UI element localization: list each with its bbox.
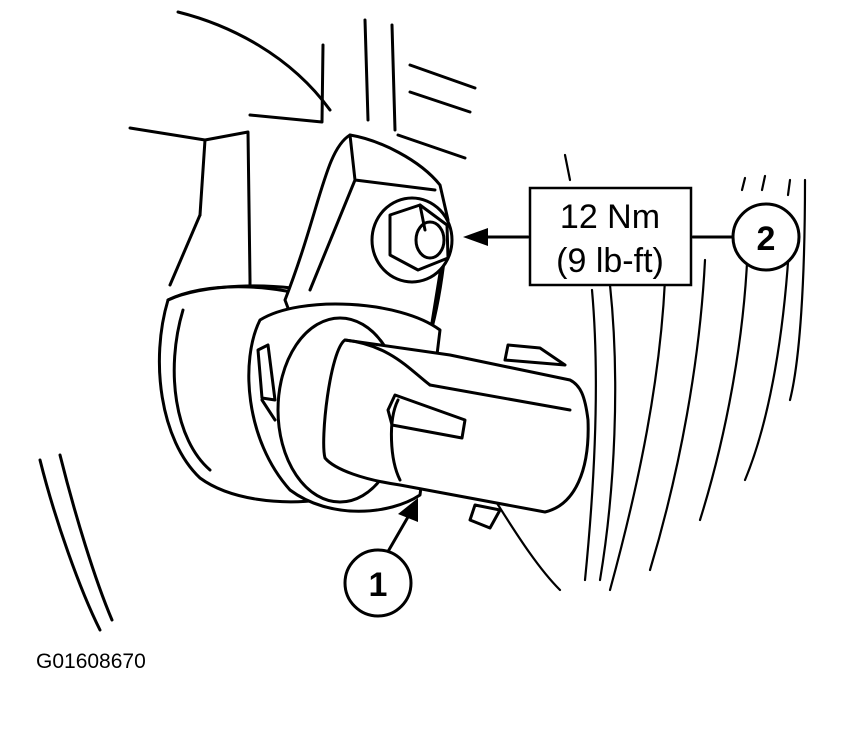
- callout-1: 1: [343, 548, 413, 618]
- sensor-connector: [322, 338, 590, 530]
- torque-spec-box: 12 Nm (9 lb-ft): [528, 186, 693, 287]
- mounting-bolt: [370, 196, 454, 284]
- torque-spec-metric: 12 Nm: [560, 198, 660, 236]
- background-engine-lines: [38, 10, 807, 632]
- callout-1-leader: [384, 498, 418, 557]
- callout-2-arrowhead: [463, 228, 488, 246]
- mounting-bracket: [283, 133, 450, 342]
- callout-2: 2: [731, 202, 801, 272]
- callout-1-arrowhead: [398, 498, 418, 522]
- callout-2-leader: [463, 228, 737, 246]
- callout-2-number: 2: [757, 220, 776, 258]
- callout-1-number: 1: [369, 566, 388, 604]
- figure-id: G01608670: [36, 650, 146, 673]
- torque-spec-imperial: (9 lb-ft): [556, 242, 664, 280]
